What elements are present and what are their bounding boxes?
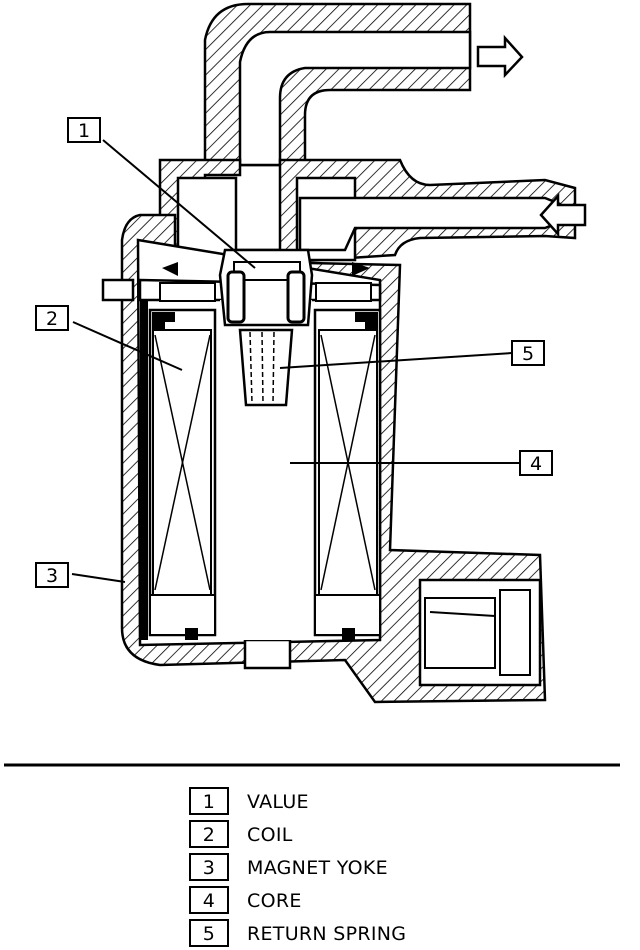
legend-item-text: VALUE bbox=[247, 791, 309, 813]
coil-seals bbox=[152, 312, 378, 640]
outlet-arrow-icon bbox=[476, 34, 524, 79]
legend-item-text: COIL bbox=[247, 824, 293, 846]
upper-housing bbox=[158, 158, 577, 272]
legend-item-num: 4 bbox=[203, 890, 215, 912]
legend-item-text: RETURN SPRING bbox=[247, 923, 406, 945]
legend-item: 3 MAGNET YOKE bbox=[189, 853, 388, 881]
legend-item: 1 VALUE bbox=[189, 787, 309, 815]
legend-item: 2 COIL bbox=[189, 820, 293, 848]
mounting-pin bbox=[101, 278, 135, 302]
callout-4-label: 4 bbox=[530, 453, 542, 475]
callout-3-label: 3 bbox=[46, 565, 58, 587]
leader-lines bbox=[71, 139, 520, 583]
legend-item-num: 5 bbox=[203, 923, 215, 945]
callout-1-label: 1 bbox=[78, 120, 90, 142]
legend-item-num: 3 bbox=[203, 857, 215, 879]
legend-item-text: MAGNET YOKE bbox=[247, 857, 388, 879]
legend-item-num: 1 bbox=[203, 791, 215, 813]
legend-item-text: CORE bbox=[247, 890, 302, 912]
coil-right bbox=[313, 308, 382, 637]
callout-2: 2 bbox=[35, 305, 69, 331]
coil-left bbox=[148, 308, 217, 637]
legend: 1 VALUE 2 COIL 3 MAGNET YOKE 4 CORE 5 RE… bbox=[189, 787, 406, 947]
legend-item: 4 CORE bbox=[189, 886, 302, 914]
legend-item-num: 2 bbox=[203, 824, 215, 846]
return-spring bbox=[238, 328, 294, 407]
outlet-elbow-pipe bbox=[203, 2, 472, 167]
callout-5-label: 5 bbox=[522, 343, 534, 365]
callout-2-label: 2 bbox=[46, 308, 58, 330]
inlet-arrow-icon bbox=[539, 192, 587, 238]
callout-3: 3 bbox=[35, 562, 69, 588]
valve bbox=[162, 248, 370, 327]
electrical-connector bbox=[418, 578, 542, 687]
legend-item: 5 RETURN SPRING bbox=[189, 919, 406, 947]
callout-1: 1 bbox=[67, 117, 101, 143]
callout-5: 5 bbox=[511, 340, 545, 366]
callout-4: 4 bbox=[519, 450, 553, 476]
